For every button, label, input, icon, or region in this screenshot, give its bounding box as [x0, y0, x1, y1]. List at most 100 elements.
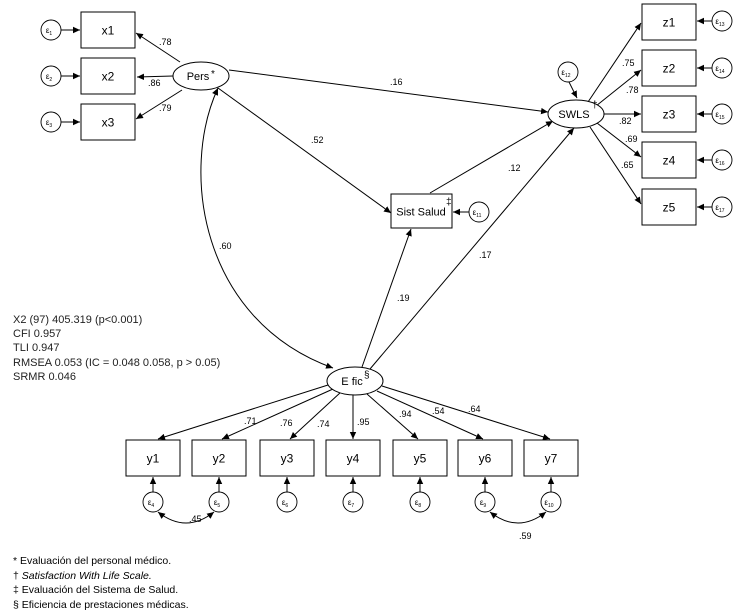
error-7: [342, 491, 364, 513]
coefficient-labels: .78 .86 .79 .16 .52 .60 .12 .17 .19 .75 …: [148, 37, 639, 541]
box-y7: [523, 439, 579, 477]
error-14: [711, 57, 733, 79]
error-3: [40, 111, 62, 133]
error-8-label: ε8: [415, 498, 422, 509]
box-z1: [641, 3, 697, 41]
coef-pers-swls: .16: [390, 77, 403, 87]
fit-srmr: SRMR 0.046: [13, 370, 76, 383]
label-y6: y6: [479, 452, 492, 466]
coef-swls-z2: .78: [626, 85, 639, 95]
error-3-label: ε3: [46, 118, 53, 129]
path-efic-y7: [381, 385, 551, 440]
error-17: [711, 196, 733, 218]
coef-cov-e4-e5: .45: [189, 514, 202, 524]
label-x3: x3: [102, 116, 115, 130]
box-y5: [392, 439, 448, 477]
error-16-label: ε16: [715, 156, 724, 167]
label-z2: z2: [663, 62, 676, 76]
label-y4: y4: [347, 452, 360, 466]
box-y3: [259, 439, 315, 477]
error-4-label: ε4: [148, 498, 155, 509]
coef-efic-y3: .76: [280, 418, 293, 428]
path-efic-y6: [376, 390, 484, 440]
cov-e9-e10: [489, 511, 547, 524]
coef-cov-e9-e10: .59: [519, 531, 532, 541]
label-y2: y2: [213, 452, 226, 466]
label-z4: z4: [663, 154, 676, 168]
label-efic: E fic: [341, 376, 363, 388]
path-swls-z1: [587, 22, 642, 103]
box-z3: [641, 95, 697, 133]
error-4: [142, 491, 164, 513]
label-y1: y1: [147, 452, 160, 466]
error-10: [540, 491, 562, 513]
coef-efic-sist: .19: [397, 293, 410, 303]
box-z2: [641, 49, 697, 87]
coef-efic-swls: .17: [479, 250, 492, 260]
footnote-sist: ‡ Evaluación del Sistema de Salud.: [13, 584, 179, 597]
error-2: [40, 65, 62, 87]
paths: [61, 17, 712, 524]
box-sist-salud: [390, 193, 453, 229]
error-terms: ε1 ε2 ε3 ε13 ε14 ε15 ε16 ε17 ε11 ε12 ε4 …: [40, 10, 733, 513]
footnote-pers: * Evaluación del personal médico.: [13, 555, 172, 567]
label-sist-salud: Sist Salud: [396, 207, 446, 219]
cov-pers-efic: [200, 87, 334, 369]
label-z1: z1: [663, 16, 676, 30]
label-y5: y5: [414, 452, 427, 466]
coef-pers-sist: .52: [311, 135, 324, 145]
coef-sist-swls: .12: [508, 163, 521, 173]
error-5-label: ε5: [214, 498, 221, 509]
fit-cfi: CFI 0.957: [13, 328, 62, 341]
error-9: [474, 491, 496, 513]
path-pers-swls: [228, 69, 549, 115]
label-z5: z5: [663, 201, 676, 215]
latent-variables: Pers * SWLS † E fic §: [172, 61, 605, 396]
error-6: [276, 491, 298, 513]
coef-efic-y7-b: .64: [468, 404, 481, 414]
error-8: [409, 491, 431, 513]
coef-efic-y2: .71: [244, 416, 257, 426]
mark-efic: §: [364, 370, 370, 381]
error-11-label: ε11: [473, 208, 482, 219]
coef-pers-x1: .78: [159, 37, 172, 47]
footnote-efic: § Eficiencia de prestaciones médicas.: [13, 598, 189, 611]
fit-chi-square: X2 (97) 405.319 (p<0.001): [13, 314, 143, 326]
box-z4: [641, 141, 697, 179]
error-2-label: ε2: [46, 72, 53, 83]
path-sist-swls: [429, 120, 554, 194]
path-pers-sist: [217, 87, 392, 214]
error-15-label: ε15: [715, 110, 724, 121]
latent-swls: [547, 99, 605, 129]
error-7-label: ε7: [348, 498, 355, 509]
label-y7: y7: [545, 452, 558, 466]
label-pers: Pers: [187, 71, 210, 83]
error-13: [711, 10, 733, 32]
coef-swls-z4: .69: [625, 134, 638, 144]
path-pers-x1: [135, 32, 181, 63]
box-y1: [125, 439, 181, 477]
error-16: [711, 149, 733, 171]
latent-efic: [326, 366, 384, 396]
label-z3: z3: [663, 108, 676, 122]
path-pers-x3: [135, 89, 183, 120]
path-efic-y2: [221, 388, 334, 440]
coef-pers-x3: .79: [159, 103, 172, 113]
error-1-label: ε1: [46, 26, 53, 37]
error-14-label: ε14: [715, 64, 724, 75]
fit-statistics: X2 (97) 405.319 (p<0.001) CFI 0.957 TLI …: [13, 313, 220, 384]
mark-pers: *: [211, 69, 215, 80]
box-y6: [457, 439, 513, 477]
footnote-swls: † Satisfaction With Life Scale.: [13, 569, 189, 584]
err-path-12: [568, 81, 578, 99]
fit-tli: TLI 0.947: [13, 342, 60, 355]
error-17-label: ε17: [715, 203, 724, 214]
observed-variables: x1 x2 x3 z1 z2 z3 z4 z5 Sist Salud ‡ y1 …: [80, 3, 697, 477]
path-swls-z4: [596, 122, 642, 158]
path-swls-z5: [589, 126, 642, 205]
coef-efic-y5: .95: [357, 417, 370, 427]
box-x1: [80, 11, 136, 49]
path-swls-z2: [595, 69, 642, 107]
label-x2: x2: [102, 70, 115, 84]
box-z5: [641, 188, 697, 226]
